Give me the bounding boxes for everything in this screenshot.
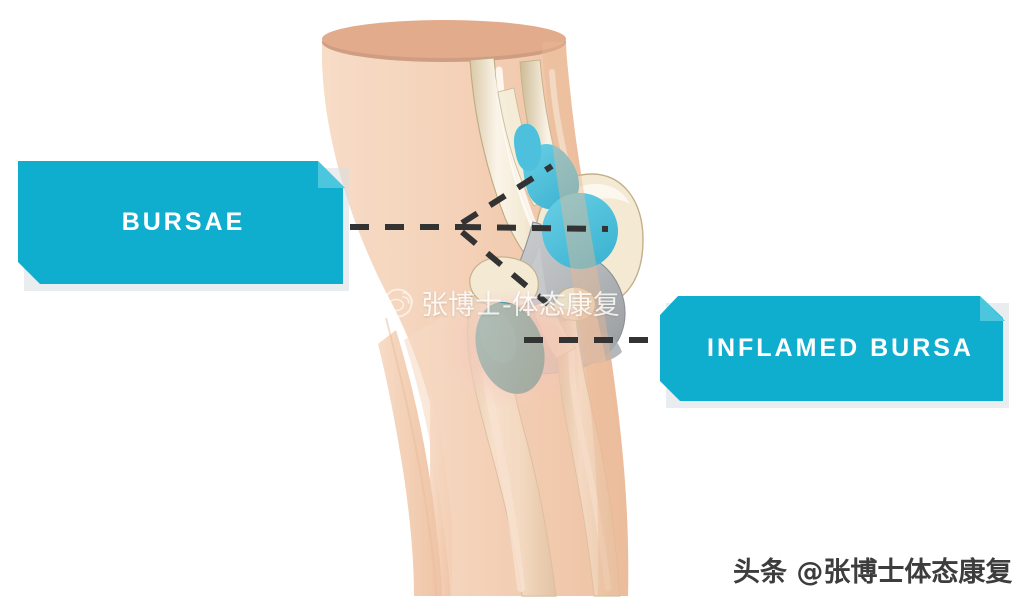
shin-outer-contour	[385, 317, 437, 597]
callout-bursae-body	[18, 161, 343, 284]
callout-inflamed-body	[660, 296, 1003, 401]
callout-bursae-fold-icon	[318, 161, 345, 188]
callout-inflamed-fold-icon	[980, 296, 1005, 321]
callout-inflamed-label: INFLAMED BURSA	[707, 334, 974, 362]
callout-bursae-label: BURSAE	[121, 208, 246, 236]
connector-bursae-branch-up	[460, 163, 554, 226]
callout-inflamed-bursa[interactable]: INFLAMED BURSA	[660, 296, 1009, 408]
suprapatellar-bursa-tail	[514, 123, 542, 172]
thigh-shadow-edge	[542, 42, 629, 596]
connector-bursae-branch-mid	[461, 224, 609, 232]
shin-skin	[378, 300, 628, 596]
callout-bursae[interactable]: BURSAE	[18, 161, 349, 291]
connector-bursae-branch-down	[460, 229, 550, 307]
